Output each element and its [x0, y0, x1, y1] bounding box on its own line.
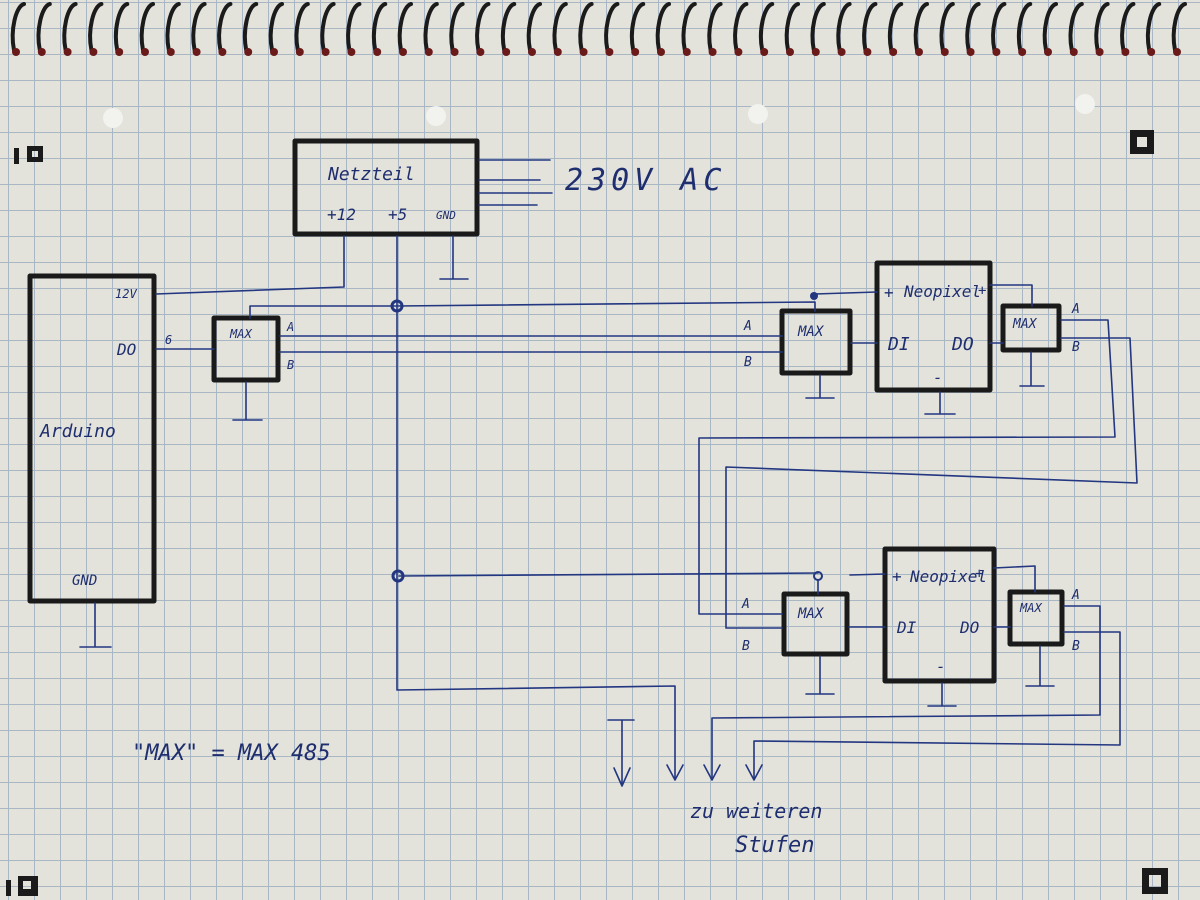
corner-marks	[6, 130, 1168, 896]
max485-box-4	[781, 591, 850, 657]
legend-text: "MAX" = MAX 485	[132, 741, 331, 766]
arduino-pin-6: 6	[165, 333, 172, 347]
mains-label: 230V AC	[565, 163, 726, 198]
arduino-title: Arduino	[39, 421, 116, 442]
punch-holes	[103, 94, 1095, 128]
max2-pin-a: A	[743, 319, 752, 334]
max4-pin-a: A	[741, 597, 750, 612]
max3-label: MAX	[1012, 317, 1038, 332]
arduino-pin-gnd: GND	[72, 573, 97, 589]
neopixel1-pin-do: DO	[951, 334, 974, 355]
neopixel1-title: Neopixel	[903, 282, 981, 301]
max2-label: MAX	[797, 324, 825, 340]
spiral-binding	[10, 2, 1187, 56]
wiring	[79, 159, 1138, 787]
neopixel1-minus: -	[933, 368, 943, 387]
max3-pin-b: B	[1072, 340, 1080, 355]
neopixel1-plus-out: +	[978, 283, 986, 299]
max4-label: MAX	[797, 606, 825, 622]
max2-pin-b: B	[744, 355, 752, 370]
arduino-pin-12v: 12V	[115, 287, 137, 301]
neopixel1-plus-in: +	[884, 283, 894, 302]
neopixel2-pin-di: DI	[896, 618, 917, 637]
arduino-pin-do: DO	[116, 340, 136, 359]
footer-line-2: Stufen	[735, 833, 814, 858]
max1-pin-b: B	[287, 358, 294, 372]
neopixel2-plus-out: +	[975, 566, 983, 582]
neopixel2-minus: -	[936, 657, 946, 676]
psu-pin-5v: +5	[388, 205, 407, 224]
footer-line-1: zu weiteren	[690, 799, 822, 823]
max485-box-2	[779, 308, 853, 376]
labels: Netzteil +12 +5 GND 230V AC Arduino 12V …	[39, 163, 1080, 858]
max5-pin-a: A	[1071, 588, 1080, 603]
arduino-box	[27, 273, 157, 604]
max5-pin-b: B	[1072, 639, 1080, 654]
max485-box-3	[1000, 303, 1062, 353]
power-supply-box	[292, 138, 480, 237]
neopixel-box-1	[874, 260, 993, 393]
neopixel2-title: Neopixel	[909, 567, 987, 586]
neopixel2-plus-in: +	[892, 567, 902, 586]
max485-box-5	[1007, 589, 1065, 647]
max4-pin-b: B	[742, 639, 750, 654]
psu-pin-12v: +12	[327, 205, 356, 224]
power-supply-title: Netzteil	[327, 164, 415, 185]
neopixel-box-2	[882, 546, 997, 684]
max1-pin-a: A	[286, 320, 294, 334]
psu-pin-gnd: GND	[436, 209, 456, 222]
max3-pin-a: A	[1071, 302, 1080, 317]
neopixel1-pin-di: DI	[887, 334, 910, 355]
max1-label: MAX	[229, 327, 252, 341]
neopixel2-pin-do: DO	[959, 618, 979, 637]
max5-label: MAX	[1019, 601, 1042, 615]
